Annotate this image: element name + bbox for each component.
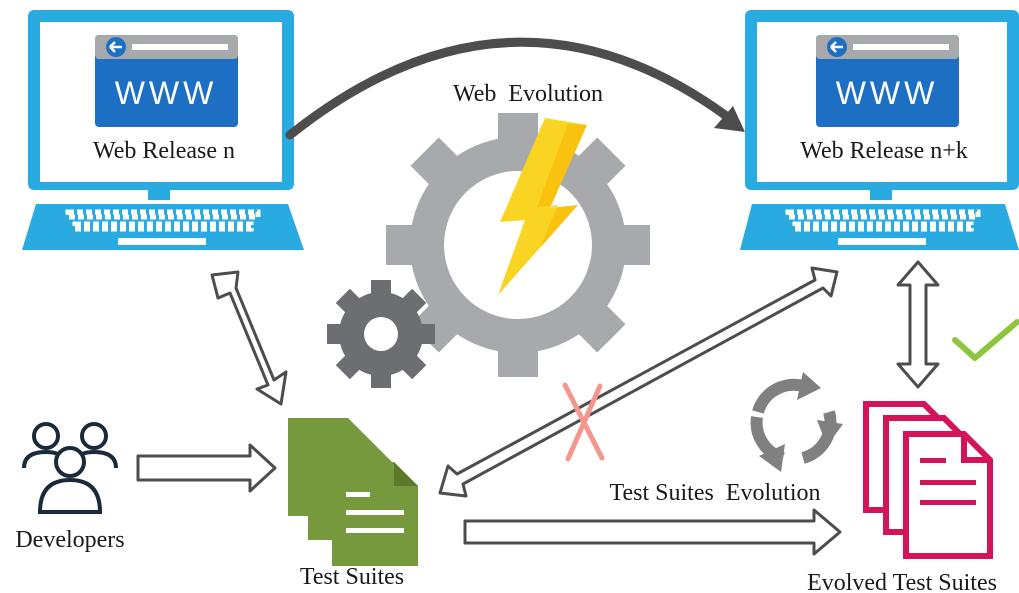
web-release-nk-label: Web Release n+k bbox=[800, 138, 968, 164]
document-stack-pink-icon bbox=[863, 401, 993, 559]
web-evolution-label: Web Evolution bbox=[453, 81, 603, 107]
cross-mark-icon bbox=[562, 382, 605, 462]
refresh-cycle-icon bbox=[750, 372, 843, 472]
check-mark-icon bbox=[952, 319, 1019, 361]
developers-icon bbox=[22, 422, 118, 514]
double-arrow-diagonal bbox=[438, 266, 839, 498]
test-suites-evolution-label: Test Suites Evolution bbox=[610, 480, 821, 506]
lightning-bolt-icon bbox=[498, 118, 587, 295]
web-release-n-label: Web Release n bbox=[93, 138, 235, 164]
small-gear-icon bbox=[327, 280, 435, 388]
evolved-doc-lines bbox=[920, 458, 976, 505]
double-arrow-left-vertical bbox=[210, 270, 288, 406]
test-suites-label: Test Suites bbox=[300, 564, 404, 590]
web-evolution-arrow bbox=[285, 37, 745, 140]
browser-window-left-icon: WWW bbox=[95, 35, 238, 127]
browser-window-right-icon: WWW bbox=[816, 35, 959, 127]
arrow-developers-to-tests bbox=[136, 443, 277, 493]
document-stack-green-icon bbox=[288, 418, 418, 566]
double-arrow-right-vertical bbox=[896, 260, 940, 389]
developers-label: Developers bbox=[15, 527, 124, 553]
www-text-right: WWW bbox=[836, 75, 939, 111]
arrow-tests-to-evolved bbox=[463, 508, 842, 556]
evolved-test-suites-label: Evolved Test Suites bbox=[807, 570, 997, 593]
www-text-left: WWW bbox=[115, 75, 218, 111]
